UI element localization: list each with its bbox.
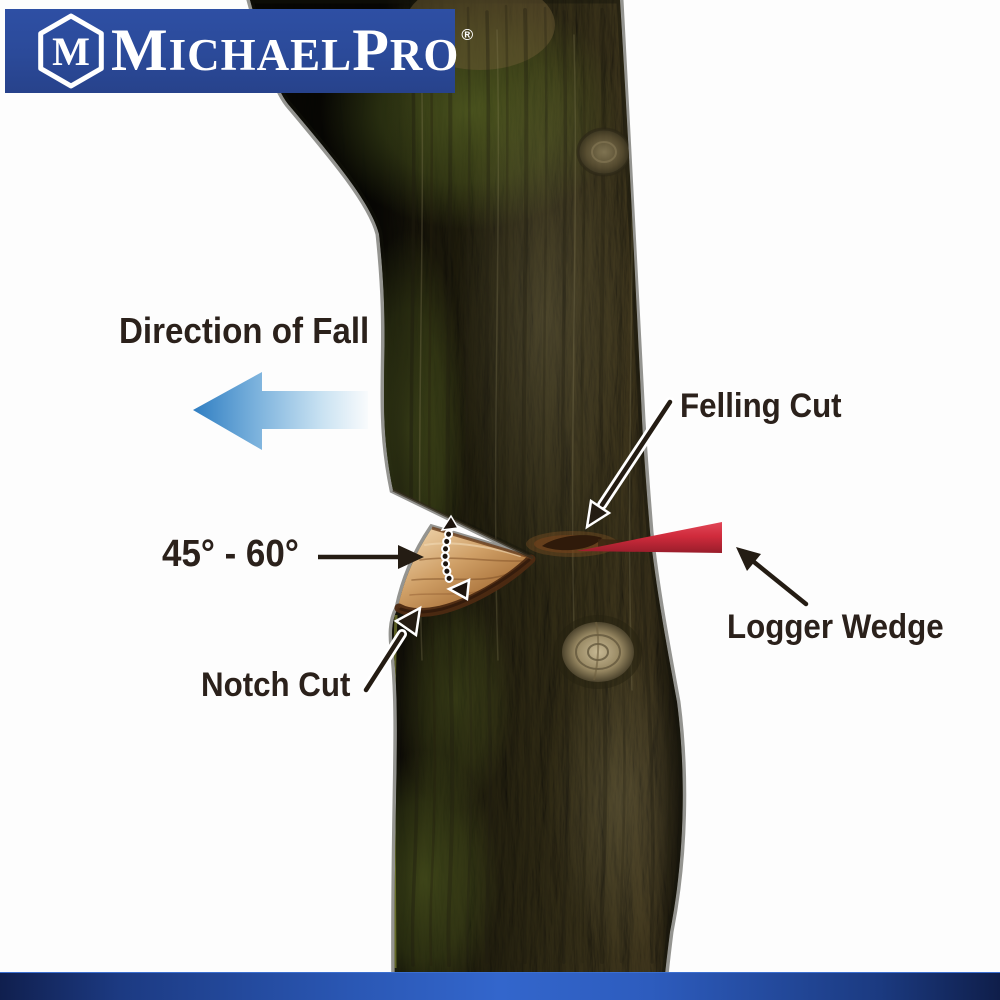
bark-texture-lines — [409, 4, 671, 967]
logger-wedge-graphic — [577, 522, 722, 553]
hexagon-outline — [38, 13, 104, 89]
brand-wordmark: MichaelPro® — [111, 9, 474, 93]
logger-wedge-label: Logger Wedge — [727, 608, 944, 646]
brand-banner: M MichaelPro® — [5, 9, 473, 93]
brand-letters-ro: ro — [389, 30, 460, 80]
direction-of-fall-label: Direction of Fall — [119, 310, 370, 351]
footer-accent-bar — [0, 972, 1000, 1000]
logger-wedge-arrow — [736, 547, 809, 607]
notch-cut-arrow — [361, 605, 422, 695]
notch-angle-arc — [440, 514, 471, 602]
angle-arc-bottom-arrowhead — [446, 577, 471, 602]
brand-letter-p: P — [352, 17, 390, 83]
felling-cut-label: Felling Cut — [680, 387, 842, 425]
angle-arc-top-arrowhead — [440, 514, 460, 531]
notch-angle-arrow — [318, 545, 424, 569]
brand-monogram: M — [52, 29, 90, 74]
brand-letters-ichael: ichael — [168, 30, 353, 80]
brand-letter-m: M — [111, 17, 169, 83]
bark-knot-lower — [554, 615, 642, 689]
notch-cut-surface — [392, 488, 536, 617]
registered-trademark-symbol: ® — [461, 27, 475, 44]
bark-knot-upper — [576, 127, 632, 177]
felling-cut-arrow — [585, 397, 675, 530]
notch-cut-label: Notch Cut — [201, 666, 351, 704]
direction-of-fall-arrow — [193, 372, 368, 450]
brand-hexagon-logo: M — [38, 13, 104, 89]
notch-angle-label: 45° - 60° — [162, 533, 299, 575]
